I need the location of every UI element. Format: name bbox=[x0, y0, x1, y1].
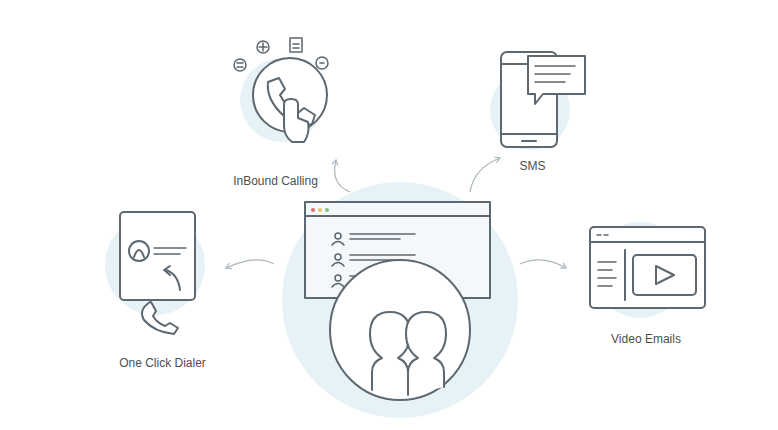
dialer-label: One Click Dialer bbox=[117, 356, 208, 370]
video-emails-label: Video Emails bbox=[609, 332, 683, 346]
sms-label: SMS bbox=[517, 159, 547, 173]
feature-node: SMS bbox=[515, 156, 550, 174]
feature-node: One Click Dialer bbox=[115, 353, 210, 371]
inbound-calling-label: InBound Calling bbox=[231, 174, 320, 188]
feature-node: InBound Calling bbox=[229, 171, 322, 189]
feature-node: Video Emails bbox=[607, 329, 685, 347]
